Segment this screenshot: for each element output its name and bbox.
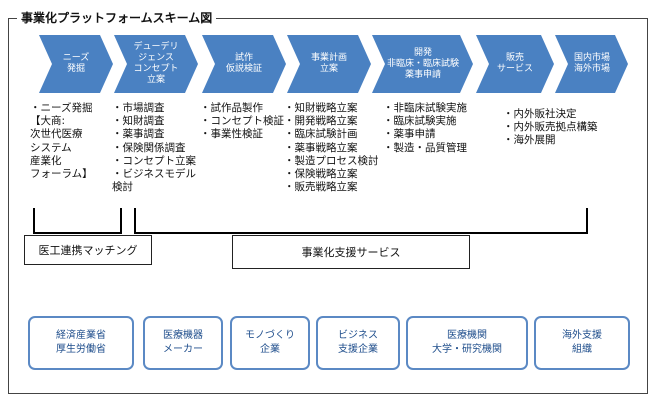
matching-bracket: [33, 208, 122, 234]
step-label-due-diligence: デューデリ ジェンス コンセプト 立案: [133, 42, 179, 85]
step-arrow-5: [372, 35, 473, 93]
column-prototype: ・試作品製作・コンセプト検証・事業性検証: [200, 102, 284, 141]
column-development: ・非臨床試験実施・臨床試験実施・薬事申請 ・製造・品質管理: [383, 102, 467, 154]
step-label-development: 開発 非臨床・臨床試験 薬事申請: [386, 47, 459, 80]
column-due-diligence: ・市場調査・知財調査・薬事調査 ・保険関係調査・コンセプト立案・ビジネスモデル …: [112, 102, 196, 194]
column-needs: ・ニーズ発掘【大商:次世代医療 システム産業化フォーラム】: [30, 102, 93, 181]
step-arrow-4: [287, 35, 371, 93]
step-arrow-2: [114, 35, 198, 93]
stakeholder-device-makers: 医療機器 メーカー: [143, 316, 223, 370]
step-label-market: 国内市場 海外市場: [573, 53, 610, 74]
column-sales: ・内外販社決定・内外販売拠点構築・海外展開: [503, 108, 598, 147]
step-label-business-plan: 事業計画 立案: [310, 53, 347, 74]
step-arrow-1: [39, 35, 113, 93]
stakeholder-overseas-support: 海外支援 組織: [534, 316, 630, 370]
stakeholder-ministries: 経済産業省 厚生労働省: [28, 316, 134, 370]
diagram-title: 事業化プラットフォームスキーム図: [17, 9, 217, 26]
support-bracket: [134, 208, 588, 234]
step-arrow-7: [555, 35, 628, 93]
step-arrow-3: [202, 35, 286, 93]
column-business-plan: ・知財戦略立案・開発戦略立案・臨床試験計画 ・薬事戦略立案・製造プロセス検討・保…: [284, 102, 379, 194]
step-label-prototype: 試作 仮説検証: [225, 53, 262, 74]
stakeholder-medical-academic: 医療機関 大学・研究機関: [406, 316, 528, 370]
matching-label: 医工連携マッチング: [24, 235, 152, 265]
diagram-frame: [8, 18, 648, 394]
step-arrow-6: [476, 35, 554, 93]
stakeholder-manufacturing: モノづくり 企業: [230, 316, 310, 370]
step-label-needs: ニーズ 発掘: [62, 53, 90, 74]
stakeholder-business-support: ビジネス 支援企業: [316, 316, 400, 370]
step-label-sales: 販売 サービス: [496, 53, 533, 74]
support-label: 事業化支援サービス: [232, 235, 470, 269]
